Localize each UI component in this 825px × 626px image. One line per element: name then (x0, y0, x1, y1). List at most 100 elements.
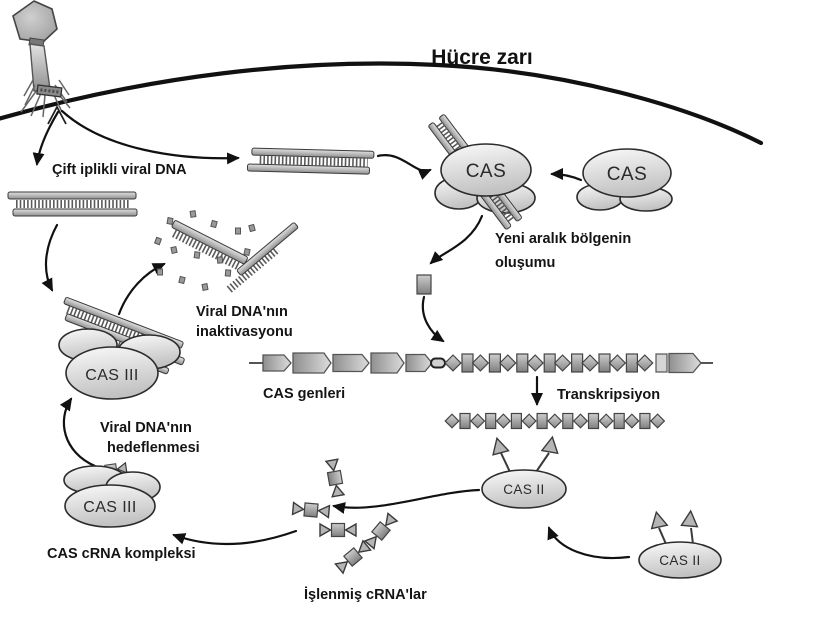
cas-capture-complex: CAS (428, 114, 536, 230)
casii-antenna (540, 435, 559, 455)
crna-triangle (291, 501, 305, 516)
dna-fragment (193, 251, 201, 259)
dna-fragment (178, 275, 186, 285)
casii-label: CAS II (503, 482, 544, 497)
crna-unit (324, 458, 346, 498)
arrow-cas-to-spacer (429, 214, 484, 265)
dna-fragment (248, 223, 256, 233)
cas-gene-arrow (292, 352, 332, 374)
viral-dna-ladder (7, 191, 138, 217)
dna-fragments (153, 210, 256, 291)
dna-fragment (189, 210, 197, 218)
crna-triangle (357, 539, 372, 554)
crna-triangle (344, 522, 357, 538)
crna-square (303, 502, 319, 518)
crna-square (342, 546, 364, 568)
rna-spacer-square (485, 412, 497, 430)
arrow-cas2-to-cas (550, 168, 583, 182)
arrow-spacer-to-array (421, 295, 445, 343)
casiii-label: CAS III (83, 499, 136, 516)
array-spacer-square (570, 353, 584, 373)
crna-unit (363, 512, 399, 550)
casii-label: CAS II (659, 553, 700, 568)
membrane-title: Hücre zarı (431, 46, 533, 69)
arrow-targeting (59, 397, 97, 468)
cell-membrane-line (0, 61, 764, 146)
cas-body (582, 148, 672, 198)
arrow-phage-to-dna2 (60, 109, 240, 165)
dna-fragment (216, 256, 224, 264)
crna-square (330, 522, 346, 538)
bacteriophage (12, 0, 71, 125)
crna-triangle (319, 522, 332, 538)
cas-gene-arrow (370, 352, 405, 374)
array-end-square (655, 353, 668, 373)
array-spacer-square (461, 353, 474, 373)
rna-repeat-diamond (495, 413, 512, 429)
rna-spacer-square (587, 412, 600, 430)
crispr-locus (249, 352, 713, 374)
rna-repeat-diamond (598, 413, 614, 429)
arrow-crnas-to-casiii (172, 529, 298, 546)
crna-square (370, 520, 392, 542)
label-inactivation-2: inaktivasyonu (196, 324, 293, 340)
array-repeat-diamond (526, 354, 544, 372)
rna-spacer-square (562, 412, 574, 430)
label-new-spacer-2: oluşumu (495, 255, 555, 271)
casii-antenna (680, 509, 699, 528)
label-cas-crna-complex: CAS cRNA kompleksi (47, 546, 196, 562)
array-spacer-square (543, 353, 556, 373)
pre-crrna-transcript (444, 412, 666, 430)
arrow-casii-to-crnas (332, 488, 481, 514)
crna-triangle (317, 504, 331, 519)
array-repeat-diamond (471, 354, 490, 372)
cas-gene-arrow (332, 353, 370, 373)
dna-fragment (153, 236, 163, 246)
cas-incoming-complex: CAS (576, 148, 673, 212)
cas-gene-arrow (405, 353, 433, 373)
dna-fragment (157, 268, 163, 276)
dna-fragment (210, 219, 218, 229)
crna-triangle (331, 483, 346, 498)
casiii-body (64, 484, 156, 528)
label-inactivation-1: Viral DNA'nın (196, 304, 288, 320)
crna-triangle (363, 535, 378, 550)
dna-fragment (235, 227, 241, 235)
cas-label: CAS (607, 164, 648, 185)
label-targeting-2: hedeflenmesi (107, 440, 200, 456)
dna-fragment (170, 245, 178, 255)
viral-dna-captured (246, 147, 375, 175)
casiii-label: CAS III (85, 367, 138, 384)
crna-unit (334, 539, 372, 575)
phage-head (12, 0, 58, 43)
array-spacer-square (598, 353, 611, 373)
repeat-spacer-array (444, 353, 654, 373)
rna-repeat-diamond (649, 413, 666, 429)
array-spacer-square (625, 353, 639, 373)
inactivated-dna (153, 210, 299, 293)
flow-arrows (32, 109, 631, 560)
arrow-inactivation (117, 262, 166, 316)
dna-fragment (224, 269, 232, 277)
casii-incoming-complex: CAS II (638, 509, 722, 579)
label-cas-genes: CAS genleri (263, 386, 345, 402)
rna-spacer-square (613, 412, 625, 430)
dna-fragment (201, 283, 209, 291)
rna-repeat-diamond (470, 413, 486, 429)
array-repeat-diamond (444, 354, 462, 372)
crna-square (326, 469, 344, 487)
crna-unit (319, 522, 357, 538)
rna-spacer-square (510, 412, 522, 430)
casiii-body (65, 346, 159, 400)
rna-repeat-diamond (624, 413, 640, 429)
casii-body (481, 469, 567, 509)
casii-antenna (650, 510, 669, 530)
array-spacer-square (488, 353, 501, 373)
end-gene-arrow (668, 352, 702, 374)
new-spacer-square (416, 274, 432, 295)
casii-antenna (492, 436, 510, 456)
casii-body (638, 541, 722, 579)
leader-capsule (430, 357, 446, 369)
